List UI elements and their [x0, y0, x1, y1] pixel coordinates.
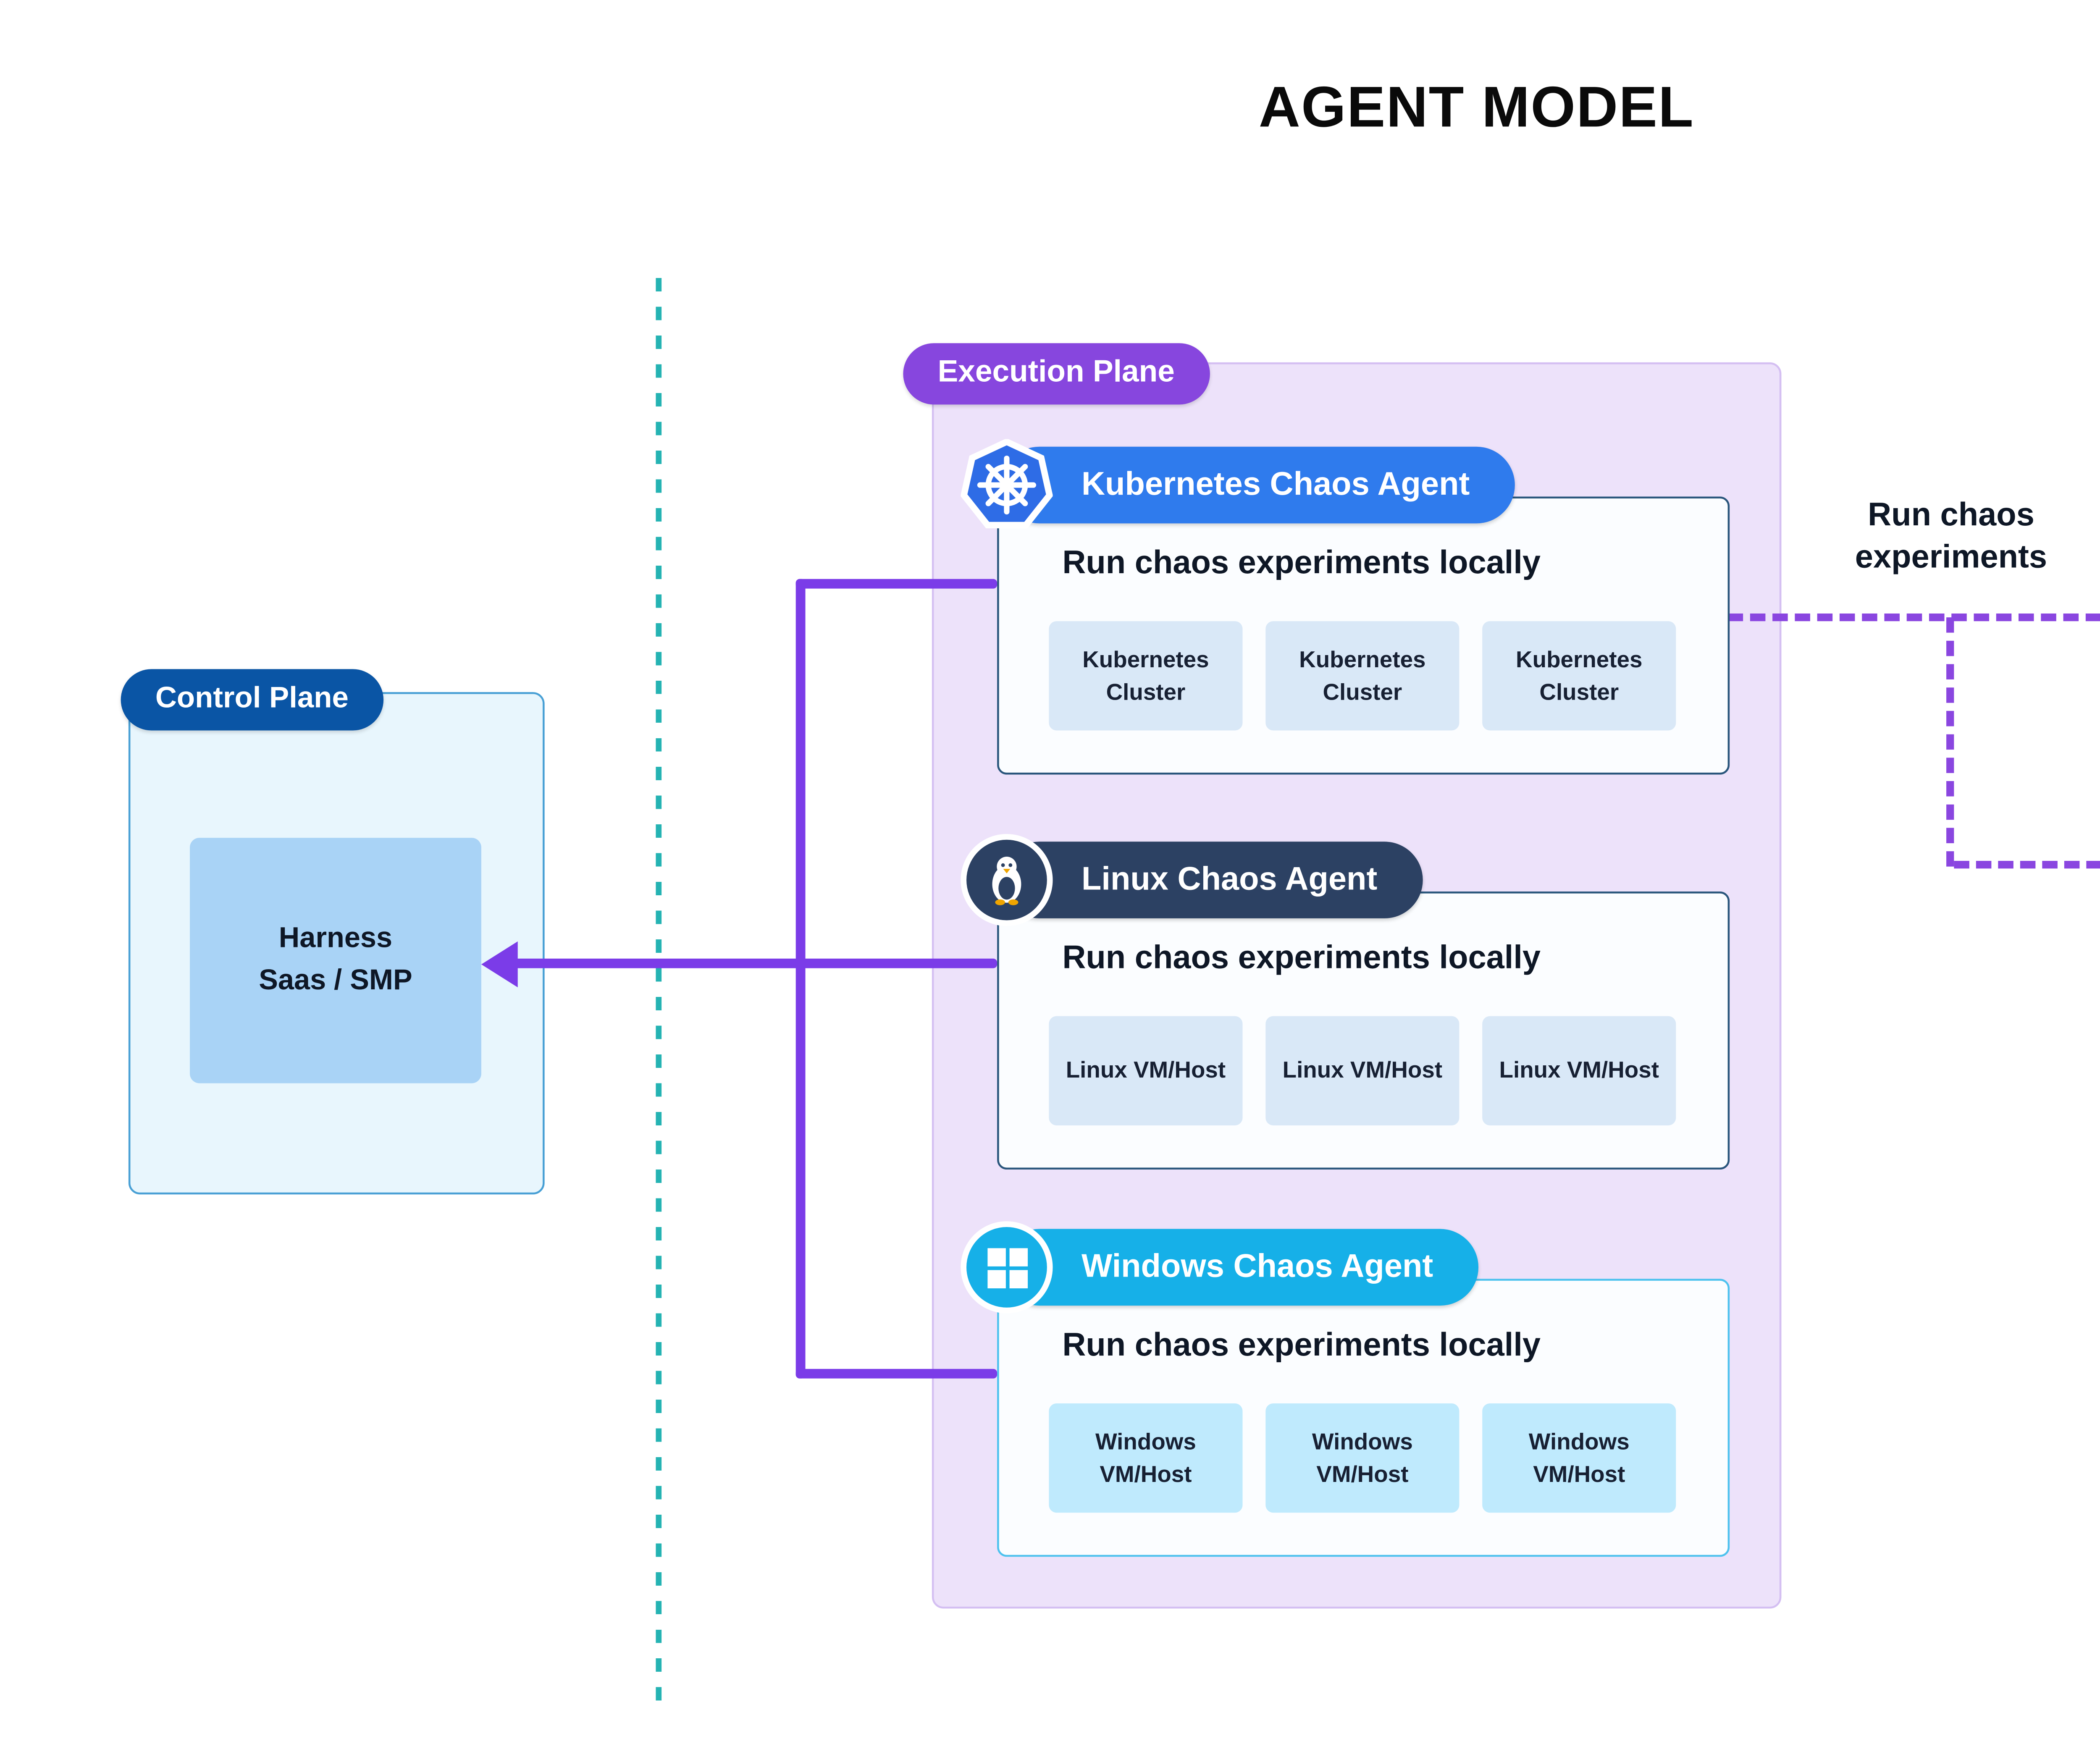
agent-card-linux: Run chaos experiments locally Linux VM/H…	[997, 892, 1730, 1170]
node-box-linux-vm-host: Linux VM/Host	[1049, 1016, 1243, 1126]
control-plane-badge: Control Plane	[121, 669, 383, 731]
agent-card-kubernetes: Run chaos experiments locally Kubernetes…	[997, 496, 1730, 775]
run-chaos-experiments-label: Run chaos experiments	[1855, 496, 2048, 576]
agent-card-windows: Run chaos experiments locally Windows VM…	[997, 1279, 1730, 1557]
node-box-kubernetes-cluster: Kubernetes Cluster	[1265, 621, 1460, 731]
node-box-windows-vm-host: Windows VM/Host	[1482, 1403, 1676, 1513]
node-row-linux: Linux VM/Host Linux VM/Host Linux VM/Hos…	[1049, 1016, 1676, 1126]
plane-divider-dashed-line	[656, 278, 662, 1703]
node-row-windows: Windows VM/Host Windows VM/Host Windows …	[1049, 1403, 1676, 1513]
agent-pill-windows: Windows Chaos Agent	[1001, 1229, 1479, 1306]
agent-pill-linux: Linux Chaos Agent	[1001, 842, 1423, 918]
node-box-kubernetes-cluster: Kubernetes Cluster	[1482, 621, 1676, 731]
dashed-connector-to-vmware	[1727, 613, 2100, 621]
solid-connector-vertical	[795, 579, 806, 1379]
card-title-windows: Run chaos experiments locally	[1062, 1327, 1541, 1364]
harness-saas-smp-box: Harness Saas / SMP	[189, 838, 481, 1083]
harness-label-line1: Harness	[278, 923, 393, 955]
windows-logo-icon	[961, 1221, 1053, 1314]
page-title: AGENT MODEL	[1258, 76, 1695, 140]
node-box-windows-vm-host: Windows VM/Host	[1265, 1403, 1460, 1513]
dashed-connector-to-cloud-resources	[1954, 860, 2100, 869]
arrow-left-icon	[481, 941, 518, 988]
node-box-kubernetes-cluster: Kubernetes Cluster	[1049, 621, 1243, 731]
linux-penguin-icon	[961, 834, 1053, 926]
agent-pill-kubernetes: Kubernetes Chaos Agent	[1001, 446, 1516, 524]
node-row-kubernetes: Kubernetes Cluster Kubernetes Cluster Ku…	[1049, 621, 1676, 731]
execution-plane-badge: Execution Plane	[903, 343, 1210, 405]
dashed-connector-branch-vertical	[1946, 617, 1954, 867]
node-box-linux-vm-host: Linux VM/Host	[1265, 1016, 1460, 1126]
harness-label-line2: Saas / SMP	[259, 964, 412, 997]
solid-connector-kubernetes-stub	[795, 579, 998, 589]
card-title-linux: Run chaos experiments locally	[1062, 939, 1541, 976]
card-title-kubernetes: Run chaos experiments locally	[1062, 544, 1541, 581]
node-box-windows-vm-host: Windows VM/Host	[1049, 1403, 1243, 1513]
solid-connector-windows-stub	[795, 1369, 998, 1379]
solid-connector-to-control-plane	[510, 958, 998, 968]
node-box-linux-vm-host: Linux VM/Host	[1482, 1016, 1676, 1126]
kubernetes-helm-wheel-icon	[961, 439, 1053, 531]
